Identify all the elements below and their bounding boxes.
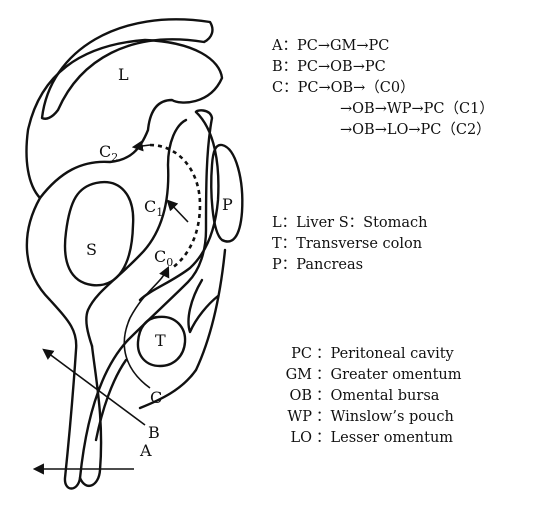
route-c2-main: C (99, 142, 111, 161)
abbr-pc-desc: ：Peritoneal cavity (316, 346, 455, 362)
abbr-pc: PC (291, 346, 312, 362)
legend-route-c1: →OB→WP→PC（C1） (340, 100, 494, 117)
legend-route-a: A：PC→GM→PC (271, 38, 389, 54)
legend-route-c: C：PC→OB→（C0） (272, 79, 415, 96)
legend-route-b: B：PC→OB→PC (272, 59, 386, 75)
route-b-label: B (148, 423, 160, 442)
liver-lobe-outline (27, 40, 223, 198)
route-c0-label: C0 (154, 247, 173, 269)
route-c1-arrow (168, 201, 188, 222)
route-c0-main: C (154, 247, 166, 266)
legend-organs: L：Liver S：Stomach T：Transverse colon P：P… (272, 215, 428, 273)
route-a-label: A (139, 441, 152, 460)
legend-abbreviations: PC ：Peritoneal cavity GM ：Greater omentu… (286, 346, 462, 446)
route-c1-label: C1 (144, 197, 163, 219)
route-c0-sub: 0 (166, 256, 173, 269)
legend-organ-liver-stomach: L：Liver S：Stomach (272, 215, 428, 231)
route-c2-arrow (134, 145, 150, 147)
abbr-gm-desc: ：Greater omentum (316, 367, 462, 383)
route-c-label: C (150, 388, 162, 407)
stomach-label: S (86, 240, 97, 259)
abbr-lo-desc: ：Lesser omentum (316, 430, 453, 446)
transverse-colon-label: T (155, 331, 166, 350)
legend-route-c2: →OB→LO→PC（C2） (340, 121, 491, 138)
route-c1-sub: 1 (156, 206, 163, 219)
abbr-lo: LO (290, 430, 312, 446)
route-c2-sub: 2 (111, 151, 118, 164)
mesocolon-line-upper (189, 280, 219, 332)
route-c1-main: C (144, 197, 156, 216)
abbr-wp-desc: ：Winslow’s pouch (316, 409, 454, 425)
route-arrows (35, 145, 200, 469)
abbr-gm: GM (286, 367, 313, 383)
legend-organ-pancreas: P：Pancreas (272, 257, 363, 273)
legend-routes: A：PC→GM→PC B：PC→OB→PC C：PC→OB→（C0） →OB→W… (271, 38, 494, 138)
abbr-wp: WP (287, 409, 312, 425)
route-c2-label: C2 (99, 142, 118, 164)
legend-organ-colon: T：Transverse colon (272, 236, 422, 252)
bursa-outer-outline (27, 110, 212, 488)
abbr-ob-desc: ：Omental bursa (316, 388, 440, 404)
pancreas-label: P (222, 195, 233, 214)
stomach-outline (65, 182, 133, 285)
liver-label: L (118, 65, 129, 84)
abbr-ob: OB (289, 388, 312, 404)
